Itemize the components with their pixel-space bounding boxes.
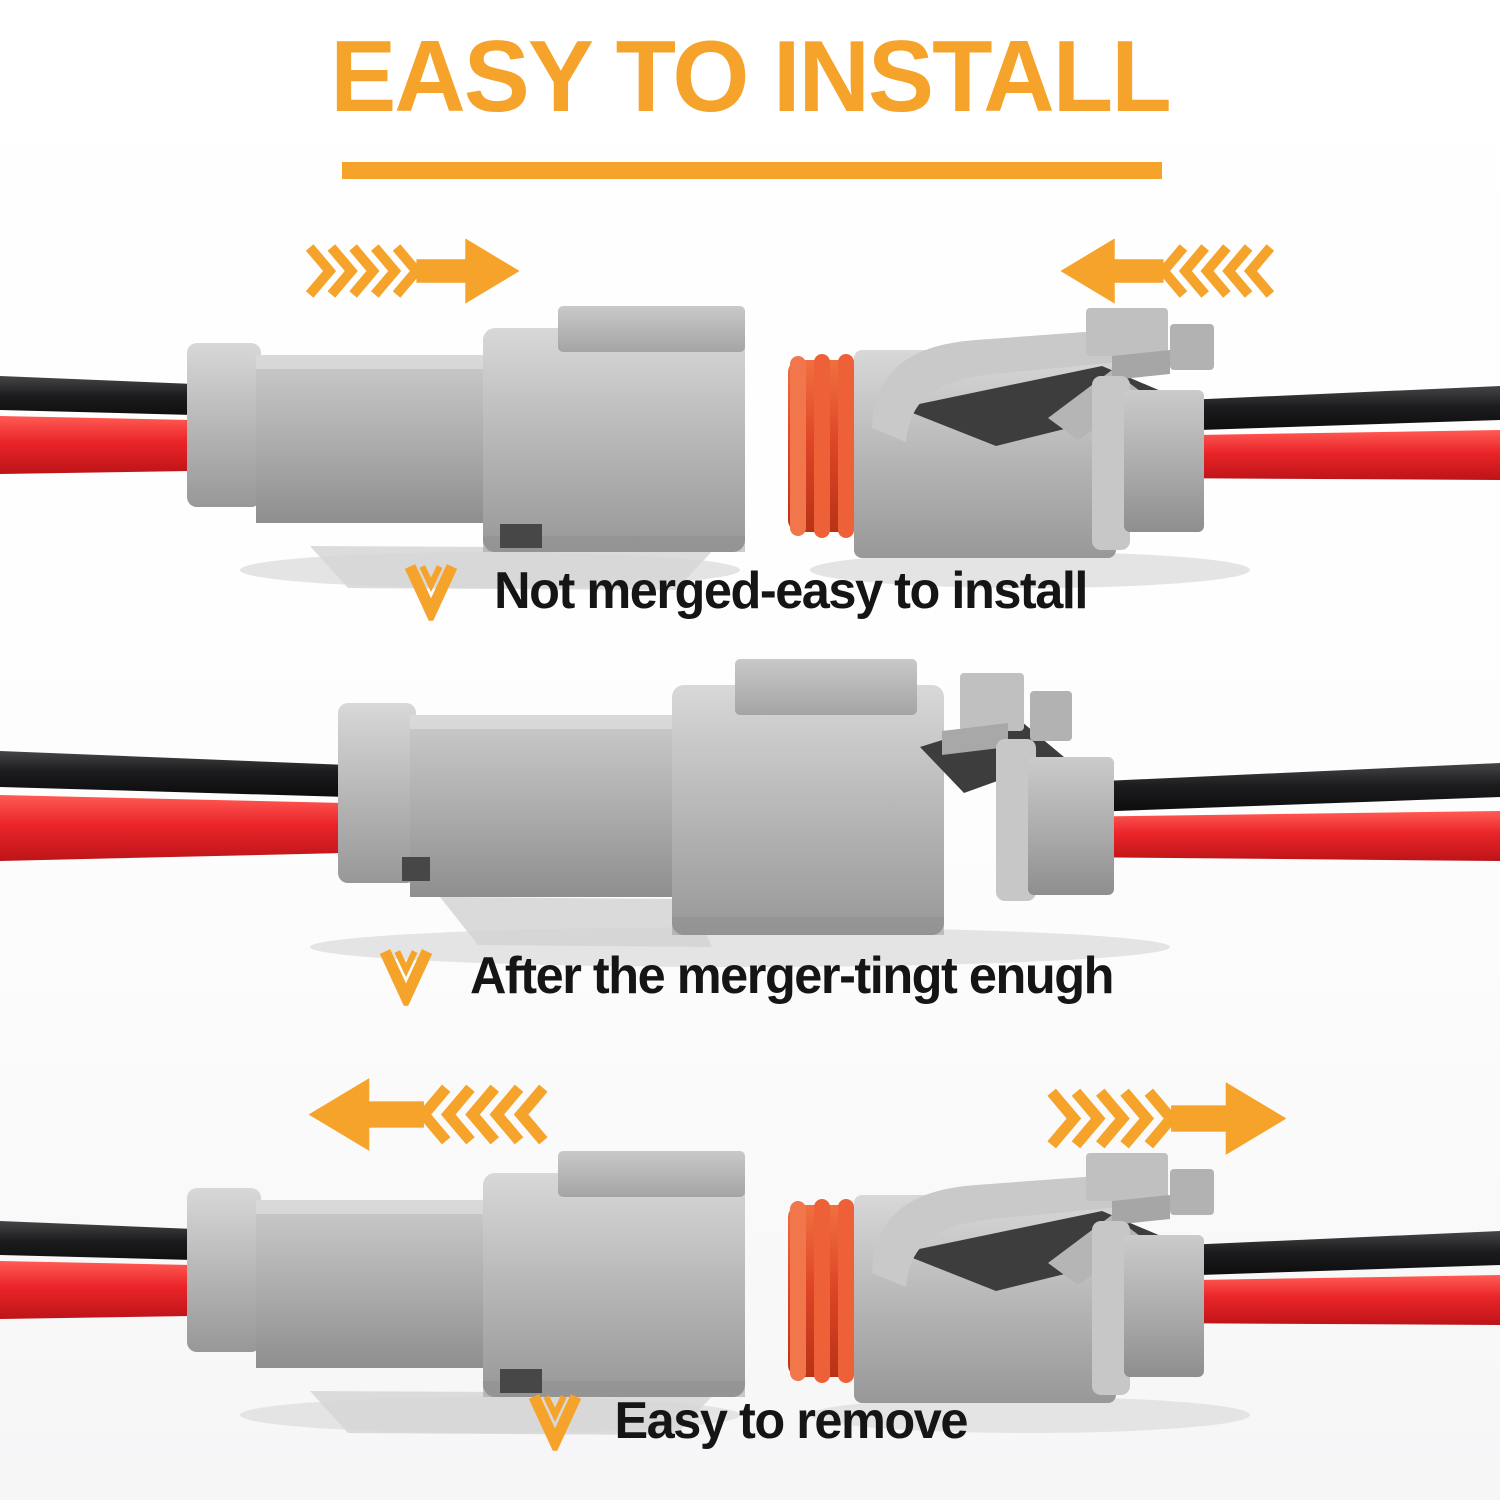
male-connector-illustration xyxy=(0,298,760,598)
section-merged: After the merger-tingt enugh xyxy=(0,645,1500,1045)
caption-text: After the merger-tingt enugh xyxy=(469,947,1113,1005)
double-chevron-down-icon xyxy=(527,1390,583,1452)
section-not-merged: Not merged-easy to install xyxy=(0,220,1500,650)
female-connector-illustration xyxy=(780,298,1500,598)
title-underline xyxy=(342,162,1162,179)
double-chevron-down-icon xyxy=(403,560,459,622)
merged-connector-illustration xyxy=(0,645,1500,975)
double-chevron-down-icon xyxy=(378,945,434,1007)
caption-text: Not merged-easy to install xyxy=(494,562,1089,620)
section-easy-remove: Easy to remove xyxy=(0,1060,1500,1500)
caption-not-merged: Not merged-easy to install xyxy=(0,560,1500,622)
caption-merged: After the merger-tingt enugh xyxy=(0,945,1500,1007)
caption-easy-remove: Easy to remove xyxy=(0,1390,1500,1452)
page-title: EASY TO INSTALL xyxy=(330,21,1171,133)
caption-text: Easy to remove xyxy=(614,1392,969,1450)
